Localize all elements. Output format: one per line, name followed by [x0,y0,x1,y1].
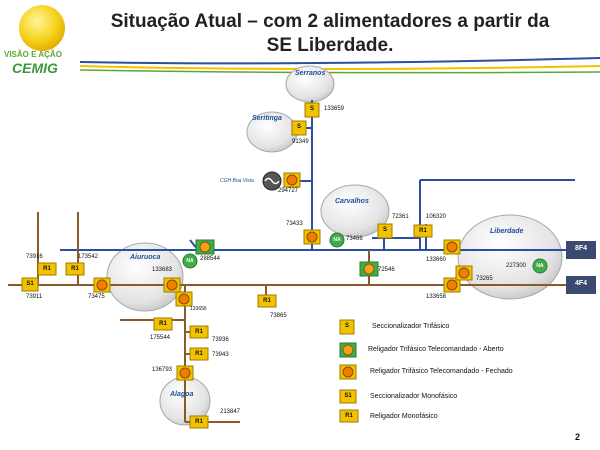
label-aiuruoca: Aiuruoca [130,254,161,261]
legend-r-open-text: Religador Trifásico Telecomandado - Aber… [368,346,504,353]
code-72546: 72546 [378,267,395,273]
logo-brand: CEMIG [12,60,58,76]
code-133683: 133683 [152,267,173,273]
label-seritinga: Seritinga [252,115,282,122]
sym-r1-213847: R1 [195,419,203,425]
code-133659: 133659 [324,106,345,112]
sym-r1-73916: R1 [43,266,51,272]
religador-aberto-72546-icon [359,261,379,277]
code-73943: 73943 [212,352,229,358]
legend-r-closed-icon [339,364,357,380]
seccionalizador-133659 [304,102,320,118]
sym-r1-173542: R1 [71,266,79,272]
religador-mono-175544 [153,317,173,331]
code-73433: 73433 [286,221,303,227]
code-73911: 73911 [26,294,43,300]
sym-s1-73911: S1 [26,281,34,287]
na-227300-icon [532,258,548,274]
legend-s-sym: S [344,323,349,329]
religador-mono-173542 [65,262,85,276]
legend-r-open-icon [339,342,357,358]
legend-s1-sym: S1 [344,393,352,399]
code-294727: 294727 [278,188,299,194]
sym-na-227300: NA [536,263,544,269]
seccionalizador-91349 [291,120,307,136]
religador-mono-73936 [189,325,209,339]
legend-r-closed-text: Religador Trifásico Telecomandado - Fech… [370,368,513,375]
label-serranos: Serranos [295,70,326,77]
legend-r1-icon [339,409,359,423]
logo-tagline: VISÃO E AÇÃO [4,50,62,59]
code-72361: 72361 [392,214,409,220]
sym-r1-106320: R1 [419,228,427,234]
label-carvalhos: Carvalhos [335,198,369,205]
cemig-logo: VISÃO E AÇÃO CEMIG [4,4,80,78]
code-73865: 73865 [270,313,287,319]
code-227300: 227300 [506,263,527,269]
title-line-1: Situação Atual – com 2 alimentadores a p… [110,11,550,32]
code-133658: 133658 [426,294,447,300]
religador-mono-73916 [37,262,57,276]
label-liberdade: Liberdade [490,228,524,235]
liberdade-substation [457,214,563,300]
legend-s-icon [339,319,355,335]
code-73265: 73265 [476,276,493,282]
code-73936: 73936 [212,337,229,343]
na-73466-icon [329,232,345,248]
religador-aberto-288544-icon [195,239,215,255]
seccionalizador-mono-73911 [21,277,39,292]
legend-s1-icon [339,389,357,404]
sun-icon [19,5,65,51]
code-91349: 91349 [292,139,309,145]
label-alagoa: Alagoa [170,391,194,398]
code-73466: 73466 [346,236,363,242]
sym-s-133659: S [309,106,314,112]
legend-r1-sym: R1 [345,413,353,419]
legend-s-text: Seccionalizador Trifásico [372,323,450,330]
legend-r1-text: Religador Monofásico [370,413,438,420]
code-136793: 136793 [152,367,173,373]
code-133660: 133660 [426,257,447,263]
sym-r1-73936: R1 [195,329,203,335]
code-173542: 173542 [78,254,99,260]
sym-r1-175544: R1 [159,321,167,327]
sym-na-aiuruoca: NA [186,258,194,264]
religador-mono-213847 [189,415,209,429]
sym-s-72361: S [382,227,387,233]
sym-r1-73865: R1 [263,298,271,304]
code-73916: 73916 [26,254,43,260]
code-175544: 175544 [150,335,171,341]
aiuruoca-substation [106,242,184,312]
feeder-8f4-label: 8F4 [574,245,588,252]
religador-fechado-icons [93,172,473,381]
religador-mono-73865 [257,294,277,308]
feeder-4f4-label: 4F4 [574,280,588,287]
code-73475: 73475 [88,294,105,300]
code-106320: 106320 [426,214,447,220]
feeder-8f4-box [566,241,596,259]
code-133656: 133656 [190,306,207,312]
feeder-4f4-box [566,276,596,294]
label-cgh: CGH Boa Vista [220,178,254,184]
sym-s-91349: S [296,124,301,130]
seccionalizador-72361 [377,223,393,239]
page-title: Situação Atual – com 2 alimentadores a p… [80,10,580,58]
header-swoosh [79,57,600,65]
religador-mono-106320 [413,224,433,238]
serranos-substation [285,65,335,103]
religador-mono-73943 [189,347,209,361]
code-213847: 213847 [220,409,241,415]
code-288544: 288544 [200,256,221,262]
legend-s1-text: Seccionalizador Monofásico [370,393,458,400]
title-line-2: SE Liberdade. [266,35,394,56]
carvalhos-substation [320,184,390,238]
sym-na-73466: NA [333,237,341,243]
page-number: 2 [574,432,580,442]
na-aiuruoca-icon [182,253,198,269]
sym-r1-73943: R1 [195,351,203,357]
